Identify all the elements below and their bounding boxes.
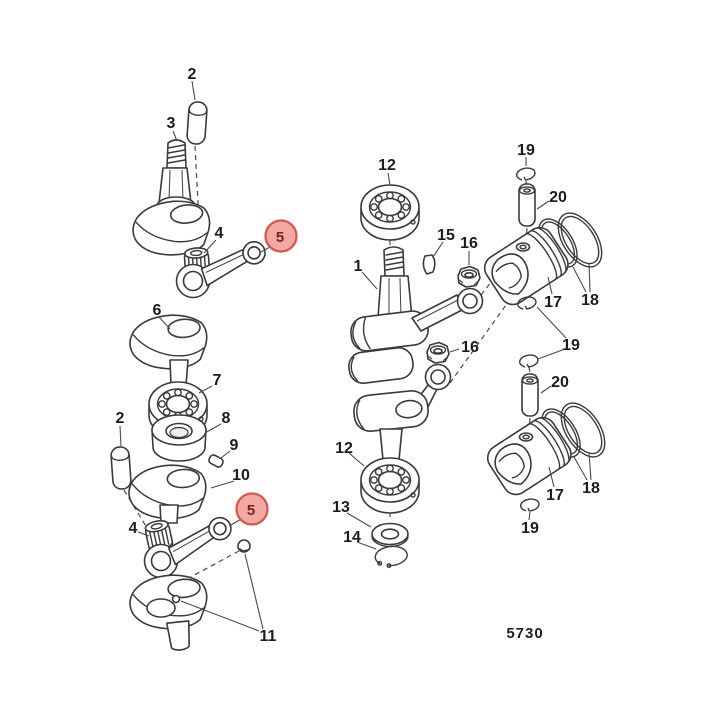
callout-10: 10: [232, 467, 250, 484]
callout-leader-lines: [119, 80, 592, 632]
callout-6: 6: [153, 302, 162, 319]
callout-20b: 20: [551, 374, 569, 391]
callout-14: 14: [343, 529, 361, 546]
callout-2a: 2: [188, 66, 197, 83]
callout-7: 7: [213, 372, 222, 389]
part-crankshaft-1-webs: [348, 347, 414, 384]
callout-13: 13: [332, 499, 350, 516]
part-dowel-pin-left: [109, 445, 133, 491]
center-crankshaft-assembly: [348, 184, 484, 569]
callout-18b: 18: [582, 480, 600, 497]
part-wrist-pin-20-lower: [521, 373, 539, 417]
highlight-circle[interactable]: [236, 493, 268, 525]
callout-labels: 2 3 4 6 7 8 9 10 2 4 11 12 1 15 16 16 12…: [116, 66, 600, 645]
callout-17b: 17: [546, 487, 564, 504]
callout-3: 3: [167, 115, 176, 132]
callout-15: 15: [437, 227, 455, 244]
part-woodruff-key-15: [422, 254, 436, 275]
right-piston-assemblies: [478, 165, 615, 513]
highlight-circle-border: [264, 219, 298, 253]
callout-19c: 19: [521, 520, 539, 537]
part-crankshaft-1-web3: [353, 390, 429, 461]
part-connecting-rod-upper-center: [411, 287, 484, 332]
callout-12a: 12: [378, 157, 396, 174]
callout-8: 8: [222, 410, 231, 427]
callout-19b: 19: [562, 337, 580, 354]
callout-20a: 20: [549, 189, 567, 206]
callout-16a: 16: [460, 235, 478, 252]
highlighted-callout-5-lower[interactable]: 5: [235, 492, 269, 526]
callout-1: 1: [354, 258, 363, 275]
part-clip-19-bottom: [519, 497, 541, 513]
part-clip-19-top: [515, 165, 537, 182]
part-wrist-pin-20-upper: [518, 183, 536, 227]
callout-9: 9: [230, 437, 239, 454]
callout-11: 11: [260, 628, 277, 645]
part-crank-web-bottom: [127, 572, 210, 651]
highlight-circle[interactable]: [265, 220, 297, 252]
highlight-label: 5: [247, 502, 255, 519]
callout-17a: 17: [544, 294, 562, 311]
callout-2b: 2: [116, 410, 125, 427]
part-lock-nut-16-upper: [457, 265, 481, 288]
callout-18a: 18: [581, 292, 599, 309]
part-ball-bearing-12-bottom: [360, 457, 420, 514]
part-lock-nut-16-lower: [426, 341, 450, 364]
callout-4b: 4: [129, 520, 138, 537]
callout-12b: 12: [335, 440, 353, 457]
part-dowel-pin-top: [185, 100, 209, 146]
callout-16b: 16: [461, 339, 479, 356]
part-crankshaft-1: [350, 246, 429, 352]
callout-4a: 4: [215, 225, 224, 242]
part-seal-housing-8: [151, 414, 207, 462]
part-dowel-pin-9: [208, 454, 224, 468]
part-circlip-14: [374, 545, 408, 569]
highlighted-callout-5-upper[interactable]: 5: [264, 219, 298, 253]
part-ball-bearing-12-top: [360, 184, 420, 241]
part-washer-13: [371, 522, 409, 548]
part-crank-pin-10: [159, 504, 179, 524]
part-clip-19-above-lower-pin: [518, 352, 540, 369]
part-bearing-ball-11: [237, 539, 251, 553]
part-crank-web-2: [127, 312, 210, 373]
callout-19a: 19: [517, 142, 535, 159]
highlight-circle-border: [235, 492, 269, 526]
highlight-label: 5: [276, 229, 284, 246]
left-crankshaft-assembly: [109, 100, 268, 651]
diagram-number: 5730: [506, 625, 543, 642]
